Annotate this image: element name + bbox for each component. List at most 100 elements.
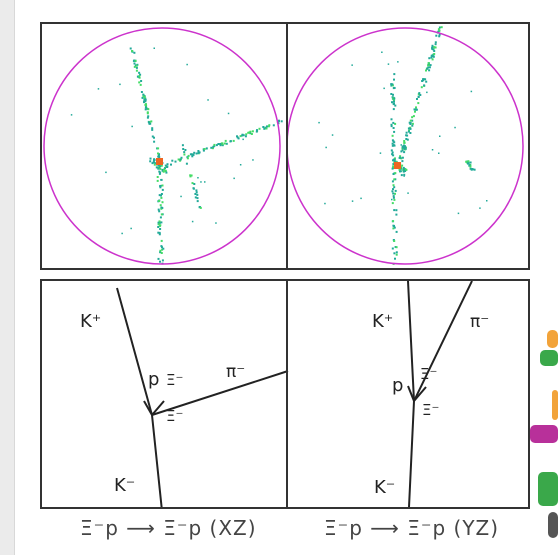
yz-pion-track — [414, 281, 472, 401]
detector-hit — [392, 188, 394, 190]
schematic-svg: K⁺ p Ξ⁻ Ξ⁻ π⁻ K⁻ K⁺ π⁻ Ξ⁻ p Ξ⁻ K⁻ — [42, 281, 528, 507]
detector-hit — [159, 261, 161, 263]
detector-hit — [134, 63, 136, 65]
detector-hit — [152, 162, 154, 164]
detector-hit — [396, 251, 398, 253]
detector-hit — [200, 207, 202, 209]
xz-proton-label: p — [148, 369, 159, 390]
detector-hit — [140, 84, 142, 86]
detector-hit — [396, 246, 398, 248]
noise-hit — [471, 91, 473, 93]
detector-hit — [401, 165, 403, 167]
detector-hit — [422, 78, 424, 80]
noise-hit — [98, 88, 100, 90]
detector-hit — [230, 140, 232, 142]
detector-hit — [133, 52, 135, 54]
noise-hit — [383, 88, 385, 90]
noise-hit — [105, 172, 107, 174]
noise-hit — [391, 199, 393, 201]
detector-hit — [393, 141, 395, 143]
detector-hit — [135, 60, 137, 62]
xz-xi-top-label: Ξ⁻ — [166, 371, 183, 389]
detector-hit — [184, 149, 186, 151]
detector-hit — [266, 125, 268, 127]
detector-hit — [417, 102, 419, 104]
noise-hit — [192, 221, 194, 223]
detector-hit — [161, 213, 163, 215]
detector-hit — [392, 248, 394, 250]
noise-hit — [242, 139, 244, 141]
detector-hit — [393, 225, 395, 227]
detector-hit — [393, 186, 395, 188]
noise-hit — [397, 61, 399, 63]
noise-hit — [200, 181, 202, 183]
detector-hit — [438, 35, 440, 37]
detector-hit — [161, 252, 163, 254]
detector-hit — [161, 240, 163, 242]
detector-hit — [252, 130, 254, 132]
detector-hit — [157, 147, 159, 149]
yz-kplus-label: K⁺ — [372, 311, 393, 332]
yz-xi-top-label: Ξ⁻ — [420, 365, 437, 383]
detector-hit — [245, 133, 247, 135]
detector-hit — [414, 108, 416, 110]
decor-green-cylinder — [538, 472, 558, 506]
detector-hit — [187, 157, 189, 159]
xz-kplus-label: K⁺ — [80, 311, 101, 332]
detector-hit — [251, 133, 253, 135]
detector-hit — [142, 97, 144, 99]
detector-hit — [150, 158, 152, 160]
detector-hit — [415, 106, 417, 108]
detector-hit — [171, 160, 173, 162]
schematic-panel: K⁺ p Ξ⁻ Ξ⁻ π⁻ K⁻ K⁺ π⁻ Ξ⁻ p Ξ⁻ K⁻ — [40, 279, 530, 509]
detector-hit — [393, 209, 395, 211]
detector-hit — [394, 193, 396, 195]
detector-hit — [210, 147, 212, 149]
detector-hit — [163, 171, 165, 173]
detector-hit — [151, 127, 153, 129]
detector-hit — [393, 73, 395, 75]
detector-hit — [411, 125, 413, 127]
decor-orange-block-2 — [552, 390, 558, 420]
noise-hit — [325, 147, 327, 149]
detector-hit — [163, 169, 165, 171]
detector-hit — [190, 153, 192, 155]
detector-hit — [193, 183, 195, 185]
noise-hit — [228, 113, 230, 115]
detector-hit — [225, 140, 227, 142]
detector-hit — [197, 200, 199, 202]
detector-hit — [431, 48, 433, 50]
detector-hit — [393, 87, 395, 89]
noise-hit — [439, 136, 441, 138]
detector-hit — [401, 174, 403, 176]
detector-hit — [405, 147, 407, 149]
detector-hit — [471, 168, 473, 170]
detector-hit — [157, 153, 159, 155]
detector-hit — [157, 180, 159, 182]
noise-hit — [360, 198, 362, 200]
detector-hit — [392, 168, 394, 170]
detector-hit — [432, 45, 434, 47]
detector-hit — [435, 47, 437, 49]
detector-hit — [433, 56, 435, 58]
detector-hit — [147, 111, 149, 113]
detector-hit — [140, 80, 142, 82]
detector-hit — [427, 67, 429, 69]
detector-hit — [198, 152, 200, 154]
detector-hit — [145, 108, 147, 110]
detector-hit — [160, 195, 162, 197]
noise-hit — [332, 134, 334, 136]
detector-hit — [390, 93, 392, 95]
noise-hit — [154, 48, 156, 50]
detector-hit — [193, 152, 195, 154]
detector-hit — [393, 100, 395, 102]
noise-hit — [381, 52, 383, 54]
detector-hit — [435, 41, 437, 43]
detector-hit — [178, 159, 180, 161]
xz-schematic: K⁺ p Ξ⁻ Ξ⁻ π⁻ K⁻ — [80, 288, 288, 507]
detector-hit — [160, 245, 162, 247]
detector-hit — [150, 120, 152, 122]
detector-hit — [160, 216, 162, 218]
schematic-panel-divider — [286, 281, 288, 507]
noise-hit — [204, 181, 206, 183]
